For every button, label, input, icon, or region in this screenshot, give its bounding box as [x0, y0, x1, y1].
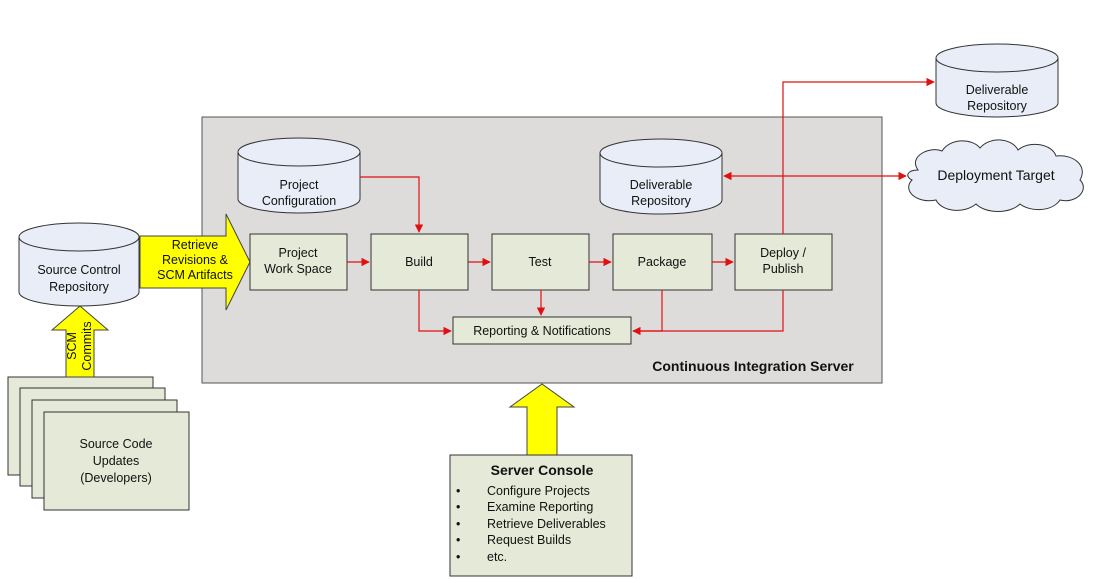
- source-updates-line1: Source Code: [80, 437, 153, 451]
- workspace-label-1: Project: [279, 246, 318, 260]
- deploy-box: [734, 233, 833, 291]
- retrieve-label-2: Revisions &: [162, 253, 229, 267]
- scm-commits-label-1: SCM: [65, 332, 79, 360]
- console-item-retrieve-deliverables: Retrieve Deliverables: [456, 516, 632, 533]
- ci-server-title: Continuous Integration Server: [652, 358, 854, 374]
- console-item-etc: etc.: [456, 549, 632, 566]
- test-box: [491, 233, 590, 291]
- project-config-label-2: Configuration: [262, 194, 336, 208]
- reporting-label: Reporting & Notifications: [473, 324, 611, 338]
- flow-arrows: [347, 77, 935, 336]
- source-control-repository-cylinder: [18, 222, 140, 307]
- source-updates-line2: Updates: [93, 454, 140, 468]
- project-configuration-cylinder: [237, 137, 361, 214]
- retrieve-revisions-arrow: [139, 213, 251, 311]
- deliverable-repository-outer-cylinder: [935, 43, 1059, 118]
- retrieve-label-3: SCM Artifacts: [157, 268, 233, 282]
- deploy-label-1: Deploy /: [760, 246, 806, 260]
- deliverable-inner-label-2: Repository: [631, 194, 691, 208]
- scm-commits-arrow: [50, 305, 110, 378]
- deliverable-inner-label-1: Deliverable: [630, 178, 693, 192]
- deployment-target-label: Deployment Target: [937, 167, 1054, 183]
- source-control-label-2: Repository: [49, 280, 109, 294]
- test-label: Test: [529, 255, 552, 269]
- deploy-label-2: Publish: [763, 262, 804, 276]
- package-box: [612, 233, 713, 291]
- retrieve-label-1: Retrieve: [172, 238, 219, 252]
- server-console-title: Server Console: [490, 462, 594, 478]
- scm-commits-label-2: Commits: [80, 321, 94, 370]
- deliverable-repository-inner-cylinder: [599, 138, 723, 215]
- build-label: Build: [405, 255, 433, 269]
- reporting-box: [452, 316, 632, 345]
- server-console-list: Configure Projects Examine Reporting Ret…: [456, 483, 632, 565]
- console-item-examine-reporting: Examine Reporting: [456, 499, 632, 516]
- project-config-label-1: Project: [280, 178, 319, 192]
- deliverable-outer-label-2: Repository: [967, 99, 1027, 113]
- workspace-label-2: Work Space: [264, 262, 332, 276]
- console-item-configure-projects: Configure Projects: [456, 483, 632, 500]
- server-console-arrow: [508, 383, 576, 456]
- console-item-request-builds: Request Builds: [456, 532, 632, 549]
- deliverable-outer-label-1: Deliverable: [966, 83, 1029, 97]
- source-control-label-1: Source Control: [37, 263, 120, 277]
- workspace-box: [249, 233, 348, 291]
- deployment-target-cloud: [907, 139, 1084, 212]
- package-label: Package: [638, 255, 687, 269]
- source-code-updates-stack: [7, 376, 190, 511]
- source-updates-line3: (Developers): [80, 471, 152, 485]
